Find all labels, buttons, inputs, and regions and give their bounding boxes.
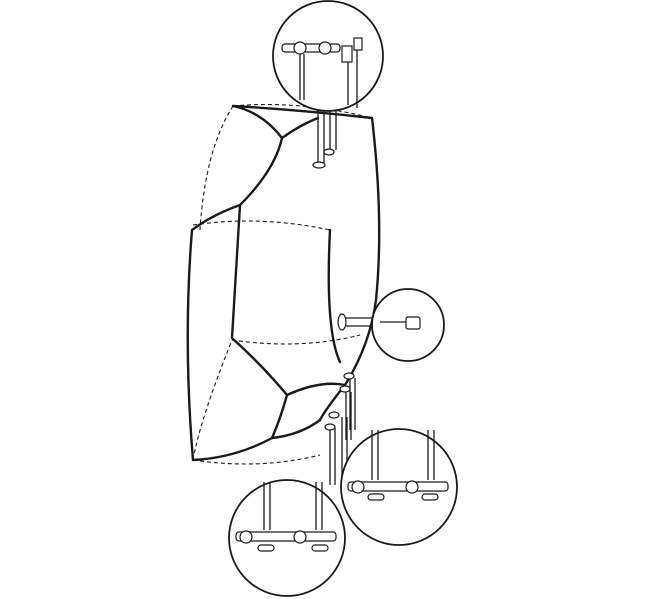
side-overflow-detail — [371, 288, 445, 362]
bottom-right-valve-detail — [340, 428, 458, 546]
pipes — [312, 100, 380, 485]
bottom-left-valve-detail — [228, 479, 346, 597]
top-fitting-detail — [272, 0, 384, 112]
hidden-outline — [192, 103, 373, 465]
